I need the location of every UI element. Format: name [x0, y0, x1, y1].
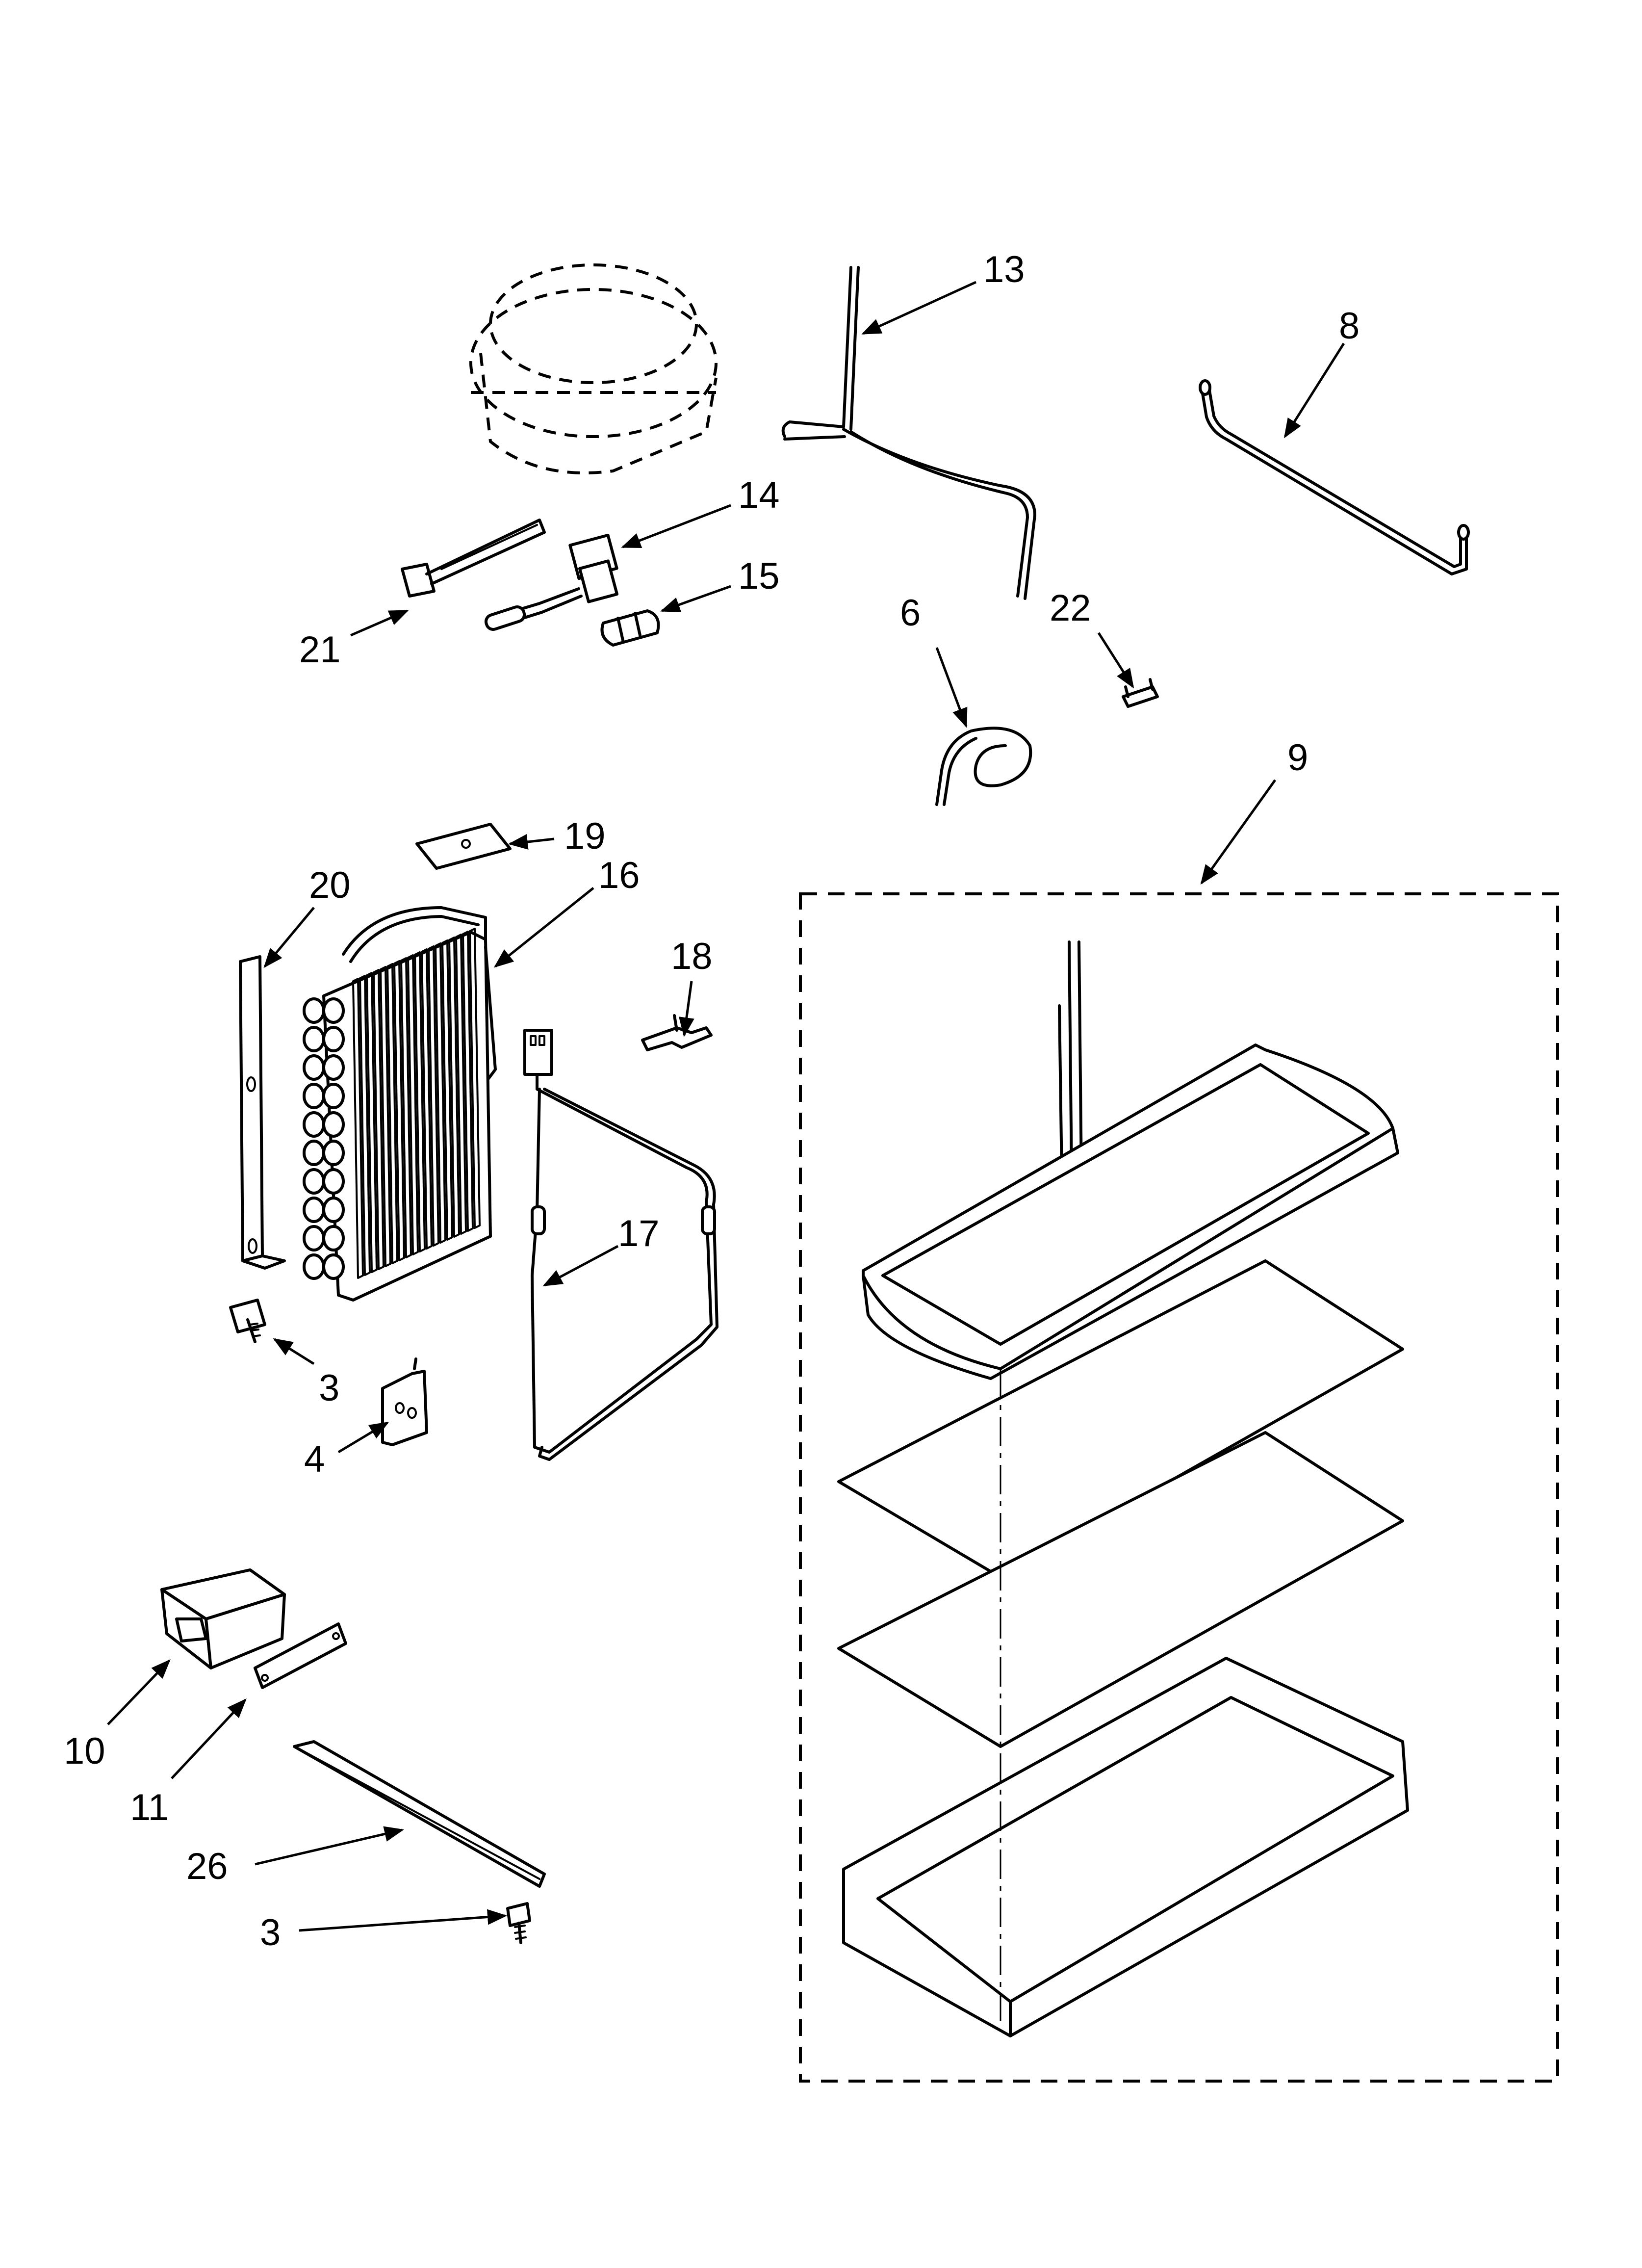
- callout-8: 8: [1339, 305, 1360, 347]
- part-8-tube: [1199, 379, 1470, 575]
- part-6-drain-tube: [935, 727, 1032, 806]
- evaporator-fin: [366, 972, 378, 1273]
- part-21-cable-tie: [401, 519, 546, 598]
- part-3-screw-upper: [229, 1299, 266, 1343]
- evaporator-fin: [393, 960, 405, 1261]
- callout-16: 16: [598, 855, 640, 896]
- callout-9: 9: [1287, 737, 1308, 779]
- part-22-clip: [1122, 678, 1159, 708]
- callout-15: 15: [738, 555, 780, 597]
- evaporator-coil: [322, 1026, 345, 1052]
- leader-lines: [107, 281, 1345, 1932]
- evaporator-coil: [303, 1140, 325, 1166]
- part-19-pad: [415, 823, 512, 870]
- evaporator-coil: [303, 1111, 325, 1138]
- evaporator-coil: [303, 1054, 325, 1081]
- evaporator-coil: [303, 1197, 325, 1223]
- part-11-plate: [254, 1622, 347, 1689]
- callout-6: 6: [900, 592, 921, 634]
- evaporator-fin: [407, 954, 419, 1255]
- evaporator-coil: [303, 1026, 325, 1052]
- part-14-thermistor: [484, 533, 619, 631]
- evaporator-fin: [373, 969, 385, 1270]
- evaporator-coil: [322, 1197, 345, 1223]
- evaporator-coil: [322, 1253, 345, 1280]
- evaporator-fin: [462, 931, 474, 1232]
- compressor-phantom: [469, 263, 718, 474]
- callout-3-upper: 3: [319, 1367, 339, 1409]
- part-13-tube: [781, 266, 1036, 600]
- evaporator-coil: [322, 997, 345, 1024]
- callout-22: 22: [1050, 587, 1091, 629]
- evaporator-fin: [428, 945, 439, 1247]
- evaporator-fin: [380, 966, 391, 1267]
- callout-11: 11: [130, 1787, 169, 1828]
- evaporator-fin: [448, 937, 460, 1238]
- evaporator-coil: [322, 1168, 345, 1195]
- callout-10: 10: [64, 1730, 105, 1772]
- callout-17: 17: [618, 1213, 660, 1254]
- evaporator-fin: [400, 957, 412, 1258]
- callout-13: 13: [983, 249, 1025, 290]
- part-20-bracket: [239, 955, 286, 1270]
- evaporator-coil: [303, 997, 325, 1024]
- callout-21: 21: [299, 629, 341, 671]
- evaporator-coil: [303, 1083, 325, 1109]
- callout-26: 26: [186, 1846, 228, 1887]
- callout-4: 4: [304, 1438, 325, 1480]
- evaporator-coil: [303, 1225, 325, 1251]
- part-10-bracket: [160, 1568, 286, 1669]
- evaporator-fin: [352, 978, 364, 1279]
- callout-labels: 13 8 14 15 21 6 22 9 19 20 16 18 17 3 4 …: [64, 249, 1360, 1954]
- evaporator-fin: [435, 942, 446, 1244]
- part-15-clip: [600, 609, 660, 647]
- part-18-bracket: [641, 1014, 713, 1051]
- callout-18: 18: [671, 936, 713, 977]
- part-26-strip: [293, 1740, 546, 1888]
- callout-14: 14: [738, 474, 780, 516]
- evaporator-coil: [322, 1083, 345, 1109]
- callout-3-lower: 3: [260, 1912, 281, 1954]
- evaporator-fin: [386, 963, 398, 1264]
- callout-20: 20: [309, 864, 351, 906]
- evaporator-fin: [455, 934, 467, 1235]
- evaporator-fin: [414, 951, 426, 1252]
- evaporator-fin: [359, 975, 371, 1276]
- callout-19: 19: [564, 815, 606, 857]
- evaporator-coil: [322, 1140, 345, 1166]
- evaporator-coil: [303, 1253, 325, 1280]
- part-4-bracket: [381, 1357, 428, 1446]
- part-16-evaporator: [303, 906, 497, 1302]
- evaporator-coil: [322, 1054, 345, 1081]
- evaporator-coil: [322, 1225, 345, 1251]
- part-17-heater: [523, 1029, 718, 1461]
- evaporator-coil: [322, 1111, 345, 1138]
- evaporator-coil: [303, 1168, 325, 1195]
- evaporator-fin: [421, 948, 433, 1250]
- evaporator-fin: [469, 928, 481, 1229]
- part-9-assembly: [799, 892, 1559, 2083]
- part-3-screw-lower: [506, 1902, 531, 1944]
- evaporator-fin: [441, 939, 453, 1241]
